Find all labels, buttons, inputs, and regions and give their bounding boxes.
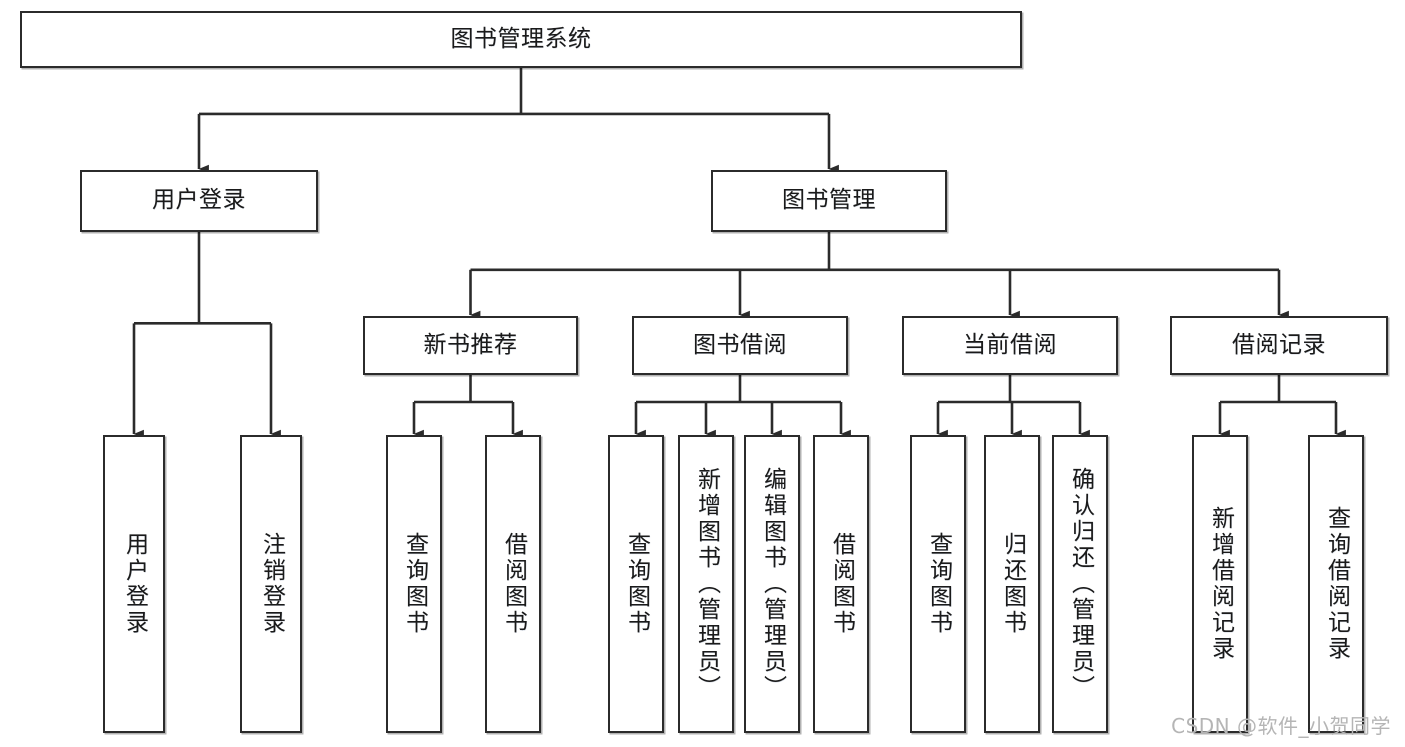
- node-leaf-9[interactable]: 查询图书: [910, 435, 966, 733]
- node-leaf-4[interactable]: 借阅图书: [485, 435, 541, 733]
- node-label: 用户登录: [121, 532, 148, 636]
- node-leaf-7[interactable]: 编辑图书（管理员）: [744, 435, 800, 733]
- node-book-borrow[interactable]: 图书借阅: [632, 316, 848, 375]
- node-leaf-5[interactable]: 查询图书: [608, 435, 664, 733]
- node-root[interactable]: 图书管理系统: [20, 11, 1022, 68]
- node-label: 新增借阅记录: [1207, 506, 1234, 662]
- node-label: 新增图书（管理员）: [693, 467, 720, 701]
- node-leaf-13[interactable]: 查询借阅记录: [1308, 435, 1364, 733]
- node-cur-borrow[interactable]: 当前借阅: [902, 316, 1118, 375]
- node-leaf-1[interactable]: 用户登录: [103, 435, 165, 733]
- node-label: 借阅图书: [500, 532, 527, 636]
- node-leaf-6[interactable]: 新增图书（管理员）: [678, 435, 734, 733]
- node-leaf-3[interactable]: 查询图书: [386, 435, 442, 733]
- node-leaf-11[interactable]: 确认归还（管理员）: [1052, 435, 1108, 733]
- node-label: 借阅图书: [828, 532, 855, 636]
- node-label: 查询借阅记录: [1323, 506, 1350, 662]
- node-label: 图书管理系统: [450, 25, 592, 52]
- node-book-manage[interactable]: 图书管理: [711, 170, 947, 232]
- node-label: 借阅记录: [1232, 331, 1326, 358]
- node-leaf-12[interactable]: 新增借阅记录: [1192, 435, 1248, 733]
- node-new-book-rec[interactable]: 新书推荐: [363, 316, 578, 375]
- node-user-login[interactable]: 用户登录: [80, 170, 318, 232]
- node-label: 归还图书: [999, 532, 1026, 636]
- node-leaf-10[interactable]: 归还图书: [984, 435, 1040, 733]
- node-label: 编辑图书（管理员）: [759, 467, 786, 701]
- node-label: 图书借阅: [693, 331, 787, 358]
- node-leaf-8[interactable]: 借阅图书: [813, 435, 869, 733]
- watermark: CSDN @软件_小贺同学: [1171, 714, 1391, 738]
- node-leaf-2[interactable]: 注销登录: [240, 435, 302, 733]
- node-borrow-log[interactable]: 借阅记录: [1170, 316, 1388, 375]
- node-label: 查询图书: [401, 532, 428, 636]
- node-label: 当前借阅: [963, 331, 1057, 358]
- node-label: 注销登录: [258, 532, 285, 636]
- node-label: 新书推荐: [423, 331, 518, 358]
- node-label: 用户登录: [152, 187, 246, 214]
- node-label: 查询图书: [925, 532, 952, 636]
- node-label: 图书管理: [782, 187, 876, 214]
- node-label: 确认归还（管理员）: [1067, 467, 1094, 701]
- node-label: 查询图书: [623, 532, 650, 636]
